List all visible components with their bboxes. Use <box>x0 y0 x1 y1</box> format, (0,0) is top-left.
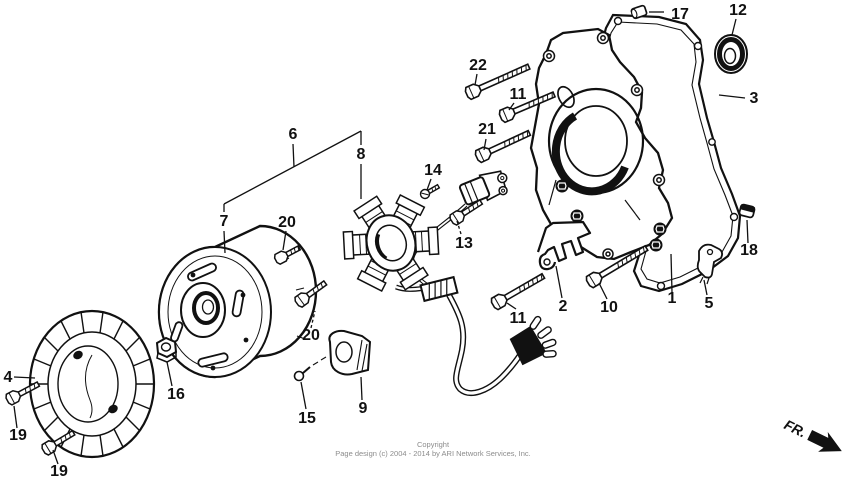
copyright-line-2: Page design (c) 2004 - 2014 by ARI Netwo… <box>335 449 531 458</box>
breather-clip <box>696 243 724 285</box>
oil-seal <box>714 34 748 74</box>
callout-13: 13 <box>455 235 473 252</box>
rotor-drum <box>157 224 318 379</box>
callout-9: 9 <box>359 400 368 417</box>
callout-10: 10 <box>600 299 618 316</box>
callout-18: 18 <box>740 242 758 259</box>
wire-clamp <box>536 220 592 271</box>
callout-16: 16 <box>167 386 185 403</box>
screw-14 <box>418 181 442 201</box>
callout-5: 5 <box>705 295 714 312</box>
callout-2: 2 <box>559 298 568 315</box>
pin-15 <box>293 356 327 382</box>
callout-11a: 11 <box>510 86 527 103</box>
front-direction-marker: FR. <box>782 416 842 452</box>
flywheel-fan <box>28 309 156 459</box>
callout-7: 7 <box>220 213 229 230</box>
callout-19a: 19 <box>9 427 27 444</box>
bolt-11b <box>489 269 548 312</box>
callout-4: 4 <box>4 369 13 386</box>
callout-20b: 20 <box>302 327 320 344</box>
callout-12: 12 <box>729 2 747 19</box>
front-direction-label: FR. <box>782 416 809 440</box>
callout-19b: 19 <box>50 463 68 480</box>
callout-11b: 11 <box>510 310 527 327</box>
wire-bracket <box>328 329 372 376</box>
copyright-line-1: Copyright <box>416 440 450 449</box>
flange-nut <box>155 336 178 363</box>
callout-17: 17 <box>671 6 689 23</box>
callout-6: 6 <box>289 126 298 143</box>
copyright-watermark: Copyright Page design (c) 2004 - 2014 by… <box>258 440 608 458</box>
callout-15: 15 <box>298 410 316 427</box>
rubber-cap <box>738 203 756 219</box>
front-direction-arrow-icon <box>807 429 842 452</box>
callout-14: 14 <box>424 162 442 179</box>
callout-8: 8 <box>357 146 366 163</box>
callout-22: 22 <box>469 57 487 74</box>
callout-3: 3 <box>750 90 759 107</box>
harness-connectors <box>509 315 557 366</box>
pulser-coil <box>458 170 508 206</box>
callout-21: 21 <box>478 121 496 138</box>
callout-1: 1 <box>668 290 677 307</box>
callout-20a: 20 <box>278 214 296 231</box>
dowel-pin <box>630 4 648 20</box>
side-cover <box>529 27 674 261</box>
callout-labels: 1 2 3 4 5 6 7 8 9 10 11 11 12 13 14 15 1… <box>4 2 759 480</box>
harness-band <box>419 275 459 303</box>
leader-lines <box>13 11 749 465</box>
stator-assembly <box>342 194 440 292</box>
